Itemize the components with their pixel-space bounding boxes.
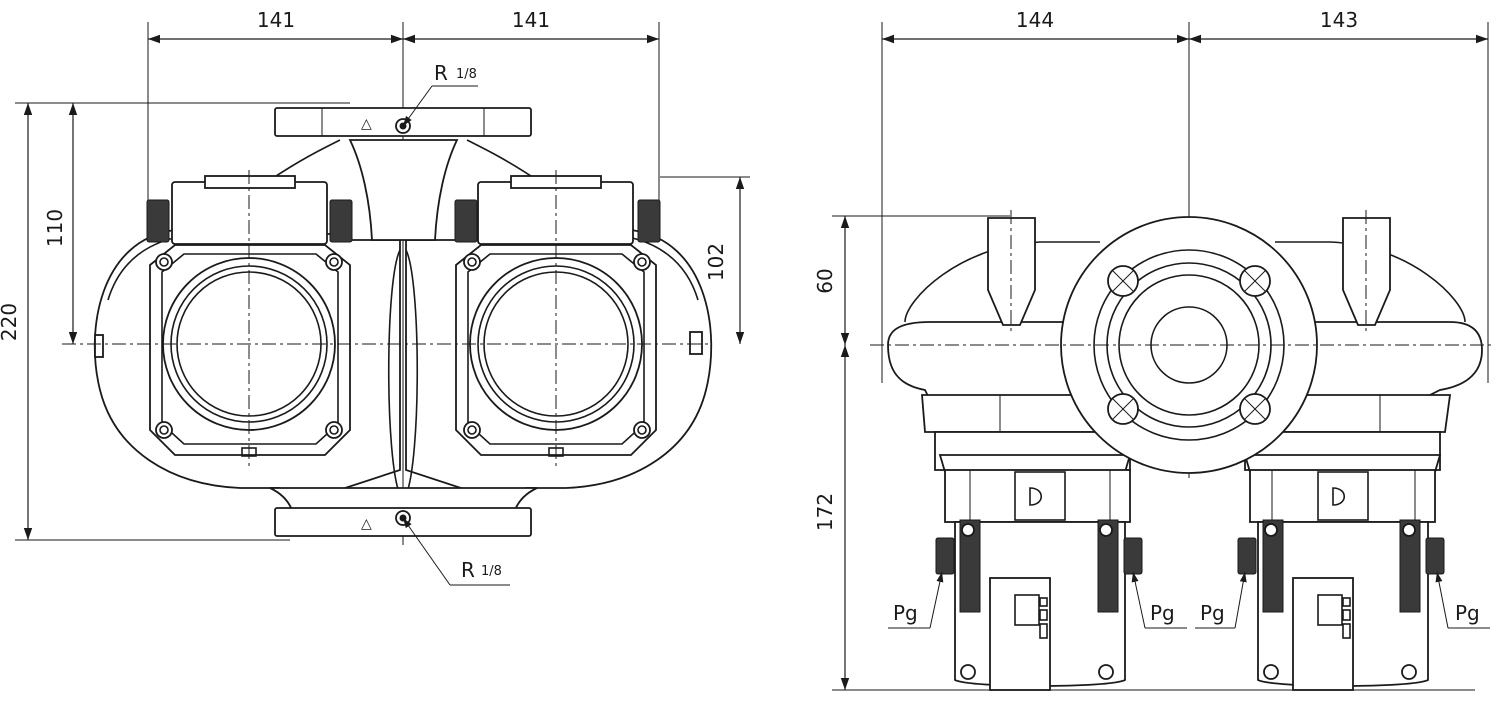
side-right-motor <box>1237 469 1445 691</box>
flange-bolt-holes <box>1107 265 1271 425</box>
flow-direction-symbol: △ <box>361 516 372 532</box>
svg-text:1/8: 1/8 <box>456 67 477 82</box>
gland-label-pg-1: Pg <box>893 601 918 625</box>
port-label-top: R 1/8 <box>434 61 477 85</box>
port-label-bottom: R 1/8 <box>461 558 502 582</box>
front-top-flange: △ <box>274 107 532 137</box>
svg-text:R: R <box>461 558 475 582</box>
dim-label-102: 102 <box>704 243 728 281</box>
dim-label-172: 172 <box>813 493 837 531</box>
gland-label-pg-4: Pg <box>1455 601 1480 625</box>
side-view: 144 143 60 172 Pg Pg Pg Pg <box>813 8 1495 691</box>
front-right-motor <box>454 175 661 457</box>
dim-label-60: 60 <box>813 268 837 293</box>
dim-label-143: 143 <box>1320 8 1358 32</box>
dim-label-110: 110 <box>43 209 67 247</box>
front-bottom-flange: △ <box>274 507 532 537</box>
dim-label-220: 220 <box>0 303 21 341</box>
svg-text:R: R <box>434 61 448 85</box>
front-view: △ △ <box>0 8 750 586</box>
flow-direction-symbol: △ <box>361 116 372 132</box>
side-motor-bases <box>934 431 1442 473</box>
svg-text:1/8: 1/8 <box>481 564 502 579</box>
gland-label-pg-3: Pg <box>1200 601 1225 625</box>
front-central-pipe <box>269 139 538 511</box>
dim-label-141-right: 141 <box>512 8 550 32</box>
side-left-motor <box>935 469 1143 691</box>
dim-label-141-left: 141 <box>257 8 295 32</box>
gland-label-pg-2: Pg <box>1150 601 1175 625</box>
dim-label-144: 144 <box>1016 8 1054 32</box>
